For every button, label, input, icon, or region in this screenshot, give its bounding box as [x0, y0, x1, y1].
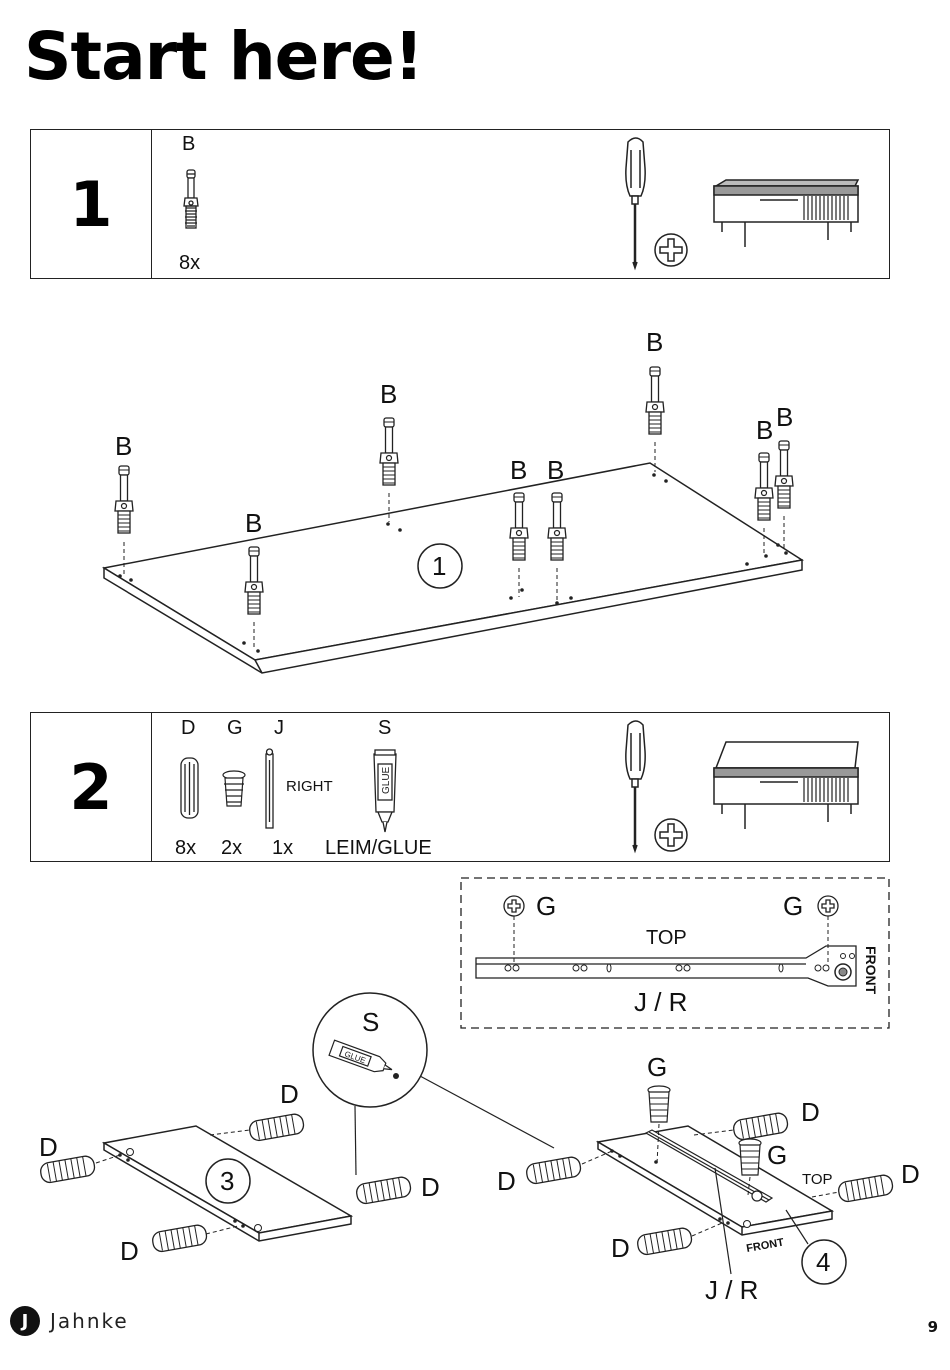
- rail-label: J / R: [705, 1275, 758, 1306]
- dowel-d-label: D: [120, 1236, 139, 1267]
- dowel: [248, 1113, 305, 1142]
- dowel-d-label: D: [901, 1159, 920, 1190]
- glue-s-label: S: [362, 1007, 379, 1038]
- dowel: [525, 1156, 582, 1185]
- cam-g-label: G: [767, 1140, 787, 1171]
- front-label: FRONT: [745, 1237, 785, 1255]
- page-number: 9: [928, 1318, 938, 1336]
- glue-callout: [313, 993, 554, 1175]
- dowel: [355, 1176, 412, 1205]
- panel-4-number: 4: [816, 1247, 830, 1278]
- top-label: TOP: [802, 1171, 833, 1188]
- dowel: [732, 1112, 789, 1141]
- dowel-d-label: D: [280, 1079, 299, 1110]
- dowel-d-label: D: [39, 1132, 58, 1163]
- dowel: [837, 1174, 894, 1203]
- dowel-d-label: D: [497, 1166, 516, 1197]
- cam-g-label: G: [647, 1052, 667, 1083]
- cam-lock: [739, 1139, 761, 1175]
- brand-name: Jahnke: [50, 1309, 129, 1333]
- panel-3-number: 3: [220, 1166, 234, 1197]
- dowel-d-label: D: [421, 1172, 440, 1203]
- dowel-d-label: D: [801, 1097, 820, 1128]
- dowel: [636, 1227, 693, 1256]
- dowel-d-label: D: [611, 1233, 630, 1264]
- panel-4-board: [598, 1126, 832, 1235]
- logo-mark: J: [10, 1306, 40, 1336]
- cam-lock: [648, 1086, 670, 1122]
- brand-logo: J Jahnke: [10, 1306, 129, 1336]
- dowel: [151, 1224, 208, 1253]
